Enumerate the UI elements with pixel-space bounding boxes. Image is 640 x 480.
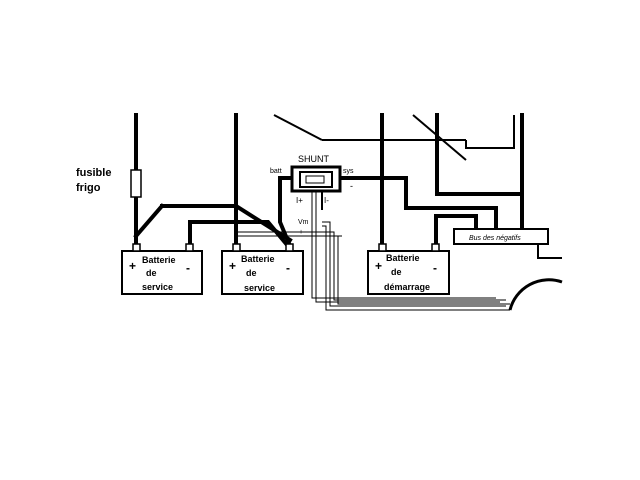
battery-1-line1: Batterie xyxy=(142,255,176,265)
wire-shunt-sys xyxy=(336,176,498,230)
thin-wires xyxy=(273,114,562,259)
battery-3-plus: + xyxy=(375,259,382,273)
battery-2-line3: service xyxy=(244,283,275,293)
battery-2-minus: - xyxy=(286,261,290,275)
shunt-batt-label: batt xyxy=(270,168,282,175)
battery-3-line2: de xyxy=(391,267,402,277)
battery-minus-terminal xyxy=(285,243,294,252)
battery-demarrage xyxy=(367,243,450,295)
battery-1-line3: service xyxy=(142,282,173,292)
arc-wire xyxy=(508,278,563,311)
battery-2-line2: de xyxy=(246,268,257,278)
wire-demarrage-negative xyxy=(434,214,478,250)
shunt-label: SHUNT xyxy=(298,154,330,164)
battery-minus-terminal xyxy=(431,243,440,252)
battery-plus-terminal xyxy=(378,243,387,252)
signal-cables xyxy=(238,192,510,311)
wire-diagonal-1 xyxy=(133,203,165,239)
thin-wire-4 xyxy=(412,114,467,161)
sys-minus-label: - xyxy=(350,181,353,191)
battery-3-line1: Batterie xyxy=(386,253,420,263)
battery-body xyxy=(121,250,203,295)
battery-1-line2: de xyxy=(146,268,157,278)
battery-service-1 xyxy=(121,243,203,295)
battery-1-plus: + xyxy=(129,259,136,273)
battery-3-line3: démarrage xyxy=(384,282,430,292)
thick-wires xyxy=(133,113,524,252)
shunt-sys-label: sys xyxy=(343,168,354,175)
battery-2-plus: + xyxy=(229,259,236,273)
thin-wire-5 xyxy=(537,244,562,259)
shunt-component xyxy=(290,165,342,193)
battery-plus-terminal xyxy=(232,243,241,252)
battery-body xyxy=(221,250,304,295)
battery-3-minus: - xyxy=(433,261,437,275)
plus-wire-label: + xyxy=(299,229,303,236)
vm-label: Vm xyxy=(298,219,309,226)
thin-wire-1 xyxy=(273,114,323,141)
battery-plus-terminal xyxy=(132,243,141,252)
battery-minus-terminal xyxy=(185,243,194,252)
fuse-label-line2: frigo xyxy=(76,182,101,194)
i-plus-label: I+ xyxy=(296,196,303,205)
fuse-label-line1: fusible xyxy=(76,167,111,179)
thin-wire-3 xyxy=(465,115,515,149)
negative-bus xyxy=(453,228,549,245)
battery-2-line1: Batterie xyxy=(241,254,275,264)
battery-1-minus: - xyxy=(186,261,190,275)
battery-body xyxy=(367,250,450,295)
battery-service-2 xyxy=(221,243,304,295)
shunt-core xyxy=(305,175,325,184)
bus-label: Bus des négatifs xyxy=(469,235,521,242)
wire-diagonal-2 xyxy=(233,203,293,243)
i-minus-label: I- xyxy=(324,196,329,205)
fuse-icon xyxy=(130,169,142,198)
